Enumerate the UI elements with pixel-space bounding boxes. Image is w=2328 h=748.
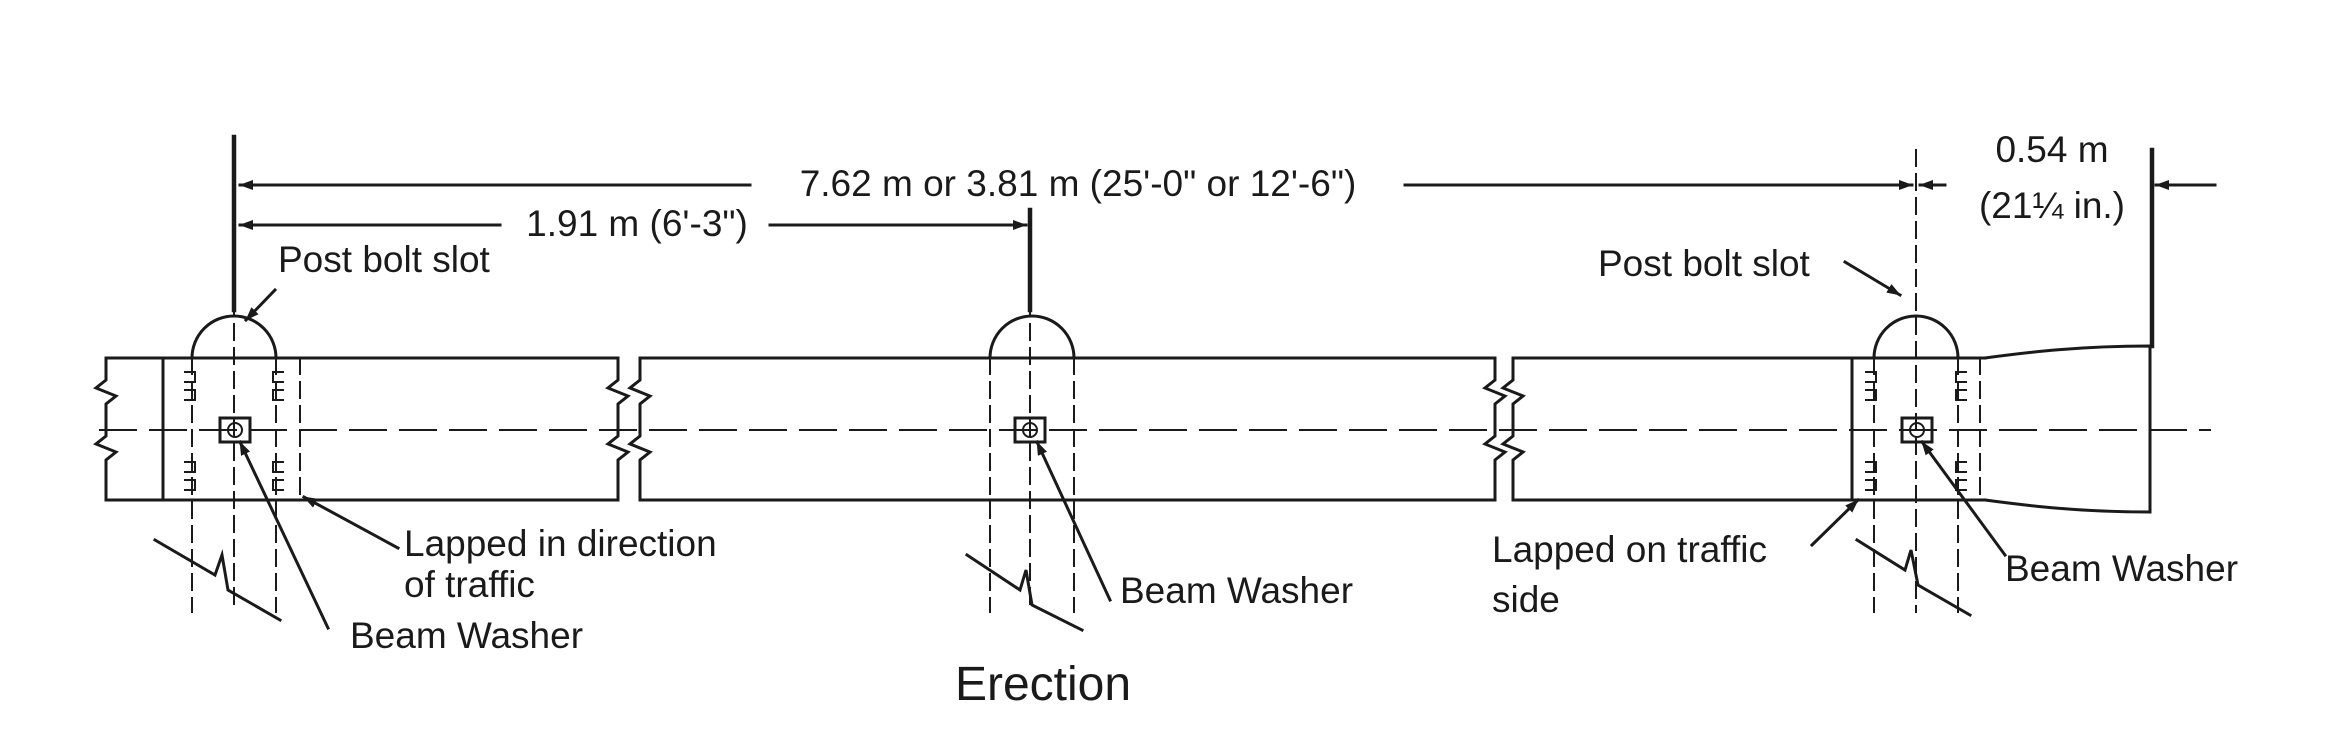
beam-washer-2	[1013, 416, 1047, 444]
ground-break-3	[1854, 537, 1973, 618]
break-line-seg2-right	[1482, 356, 1508, 502]
break-line-seg1-right	[605, 356, 631, 502]
lapped-traffic-label-line1: Lapped on traffic	[1492, 529, 1767, 570]
beam-washer-label-middle: Beam Washer	[1120, 570, 1353, 611]
lapped-direction-label-line2: of traffic	[404, 564, 535, 605]
dimension-lines	[231, 134, 2217, 349]
post-bolt-slot-2	[988, 314, 1076, 360]
post-2	[964, 299, 1085, 633]
post-bolt-slot-3	[1872, 314, 1960, 360]
drawing-caption: Erection	[955, 658, 1131, 711]
lapped-direction-label-line1: Lapped in direction	[404, 523, 717, 564]
end-dimension-metric-label: 0.54 m	[1995, 129, 2108, 170]
post-bolt-slot-label-left: Post bolt slot	[278, 239, 491, 280]
break-line-seg3-left	[1500, 356, 1526, 502]
end-dimension-imperial-label: (21¼ in.)	[1979, 185, 2125, 226]
break-line-left-end	[93, 356, 119, 502]
leader-lines	[238, 259, 2008, 630]
half-dimension-label: 1.91 m (6'-3")	[526, 203, 748, 244]
break-line-seg2-left	[627, 356, 653, 502]
post-3	[1854, 149, 1981, 618]
post-bolt-slot-label-right: Post bolt slot	[1598, 243, 1811, 284]
post-1	[152, 299, 301, 623]
rail-segment-2	[627, 356, 1508, 502]
beam-washer-1	[218, 416, 252, 444]
overall-dimension-label: 7.62 m or 3.81 m (25'-0" or 12'-6")	[800, 163, 1357, 204]
ground-break-2	[964, 552, 1085, 633]
beam-washer-label-right: Beam Washer	[2005, 548, 2238, 589]
ground-break-1	[152, 537, 283, 623]
lapped-traffic-label-line2: side	[1492, 579, 1560, 620]
beam-washer-3	[1900, 416, 1934, 444]
beam-washer-label-left: Beam Washer	[350, 615, 583, 656]
